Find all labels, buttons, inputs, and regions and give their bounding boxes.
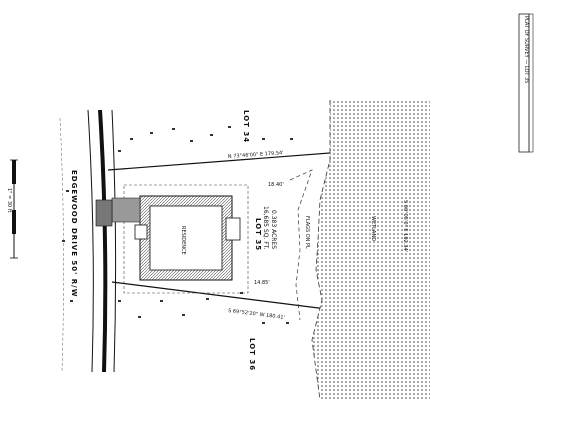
north-lot-label: LOT 34 <box>242 110 250 143</box>
house-footprint <box>134 195 241 281</box>
dimension-a: 18.40' <box>268 182 284 188</box>
wetland-area <box>312 100 430 400</box>
subject-lot-area-sf: 16,685 SQ. FT. <box>262 206 269 250</box>
north-line-bearing: N 73°46'00" E 179.54' <box>228 150 284 160</box>
dimension-b: 14.85' <box>254 280 270 286</box>
house-label: RESIDENCE <box>180 226 186 255</box>
garage-block <box>95 199 113 227</box>
driveway <box>111 197 141 223</box>
wetland-limit-line <box>311 100 331 401</box>
east-line-bearing: S 00°05'0" E 102.34' <box>402 200 408 252</box>
scale-bar <box>10 159 18 259</box>
subject-lot-area-ac: 0.383 ACRES <box>270 210 277 249</box>
survey-spot-elevations <box>62 126 293 324</box>
setback-line <box>123 184 249 294</box>
street-right-of-way <box>59 109 117 373</box>
wetland-buffer-line <box>289 169 313 321</box>
wetland-flags-label: FLAGS ON PL <box>304 216 310 249</box>
south-lot-label: LOT 36 <box>248 338 256 371</box>
title-block-line1: PLAT OF SURVEY — LOT 35 <box>523 16 529 83</box>
scale-text: 1" = 30 ft <box>6 188 12 212</box>
wetland-label: WETLAND <box>370 216 376 241</box>
street-name: EDGEWOOD DRIVE 50' R/W <box>70 170 78 297</box>
subject-lot-label: LOT 35 <box>254 218 262 251</box>
